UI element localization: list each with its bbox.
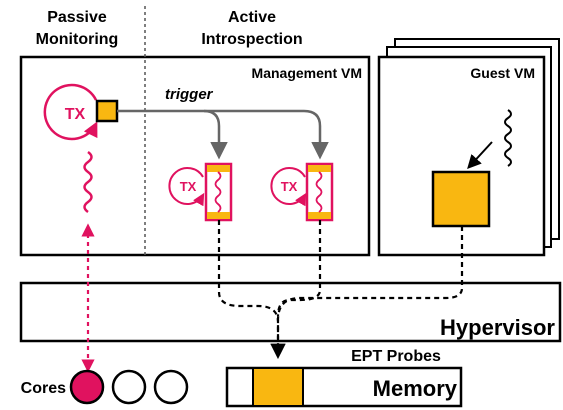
active-probe-2-top-bar — [308, 165, 331, 172]
active-probe-1-top-bar — [207, 165, 230, 172]
management-vm-box — [19, 55, 371, 257]
passive-tx-loop — [43, 83, 98, 141]
trigger-label: trigger — [165, 86, 214, 103]
guest-signal-wave — [504, 109, 512, 167]
active-probe-2-bottom-bar — [308, 212, 331, 219]
probe-2-memory-path — [276, 220, 322, 317]
passive-header-line1: Passive — [47, 9, 107, 26]
ept-probes-label: EPT Probes — [351, 348, 441, 365]
active-probe-1-wave — [214, 171, 222, 213]
guest-page-square — [431, 170, 491, 228]
active-tx-loop-2 — [270, 167, 307, 207]
active-probe-1-bottom-bar — [207, 212, 230, 219]
probe-1-memory-path — [217, 220, 280, 354]
guest-memory-path — [270, 226, 464, 360]
passive-header-line2: Monitoring — [36, 31, 119, 48]
hypervisor-label: Hypervisor — [440, 315, 555, 340]
passive-signal-wave — [83, 150, 93, 214]
active-header-line1: Active — [228, 9, 276, 26]
memory-label: Memory — [373, 376, 458, 401]
core-1-monitored — [69, 369, 105, 405]
hypervisor-bar — [19, 281, 562, 343]
active-probe-2-wave — [315, 171, 323, 213]
active-header-line2: Introspection — [201, 31, 302, 48]
passive-tx-label: TX — [65, 106, 86, 123]
active-tx-loop-1 — [168, 167, 205, 207]
cores-label: Cores — [21, 380, 66, 397]
guest-vm-label: Guest VM — [470, 65, 535, 81]
core-2 — [111, 369, 147, 405]
passive-probe-square — [95, 99, 119, 123]
trigger-arrow-2 — [204, 109, 329, 160]
memory-probed-page — [252, 367, 304, 407]
management-vm-label: Management VM — [252, 65, 362, 81]
core-3 — [153, 369, 189, 405]
guest-access-arrow — [467, 141, 493, 170]
active-tx-label-1: TX — [180, 179, 197, 194]
active-tx-label-2: TX — [281, 179, 298, 194]
